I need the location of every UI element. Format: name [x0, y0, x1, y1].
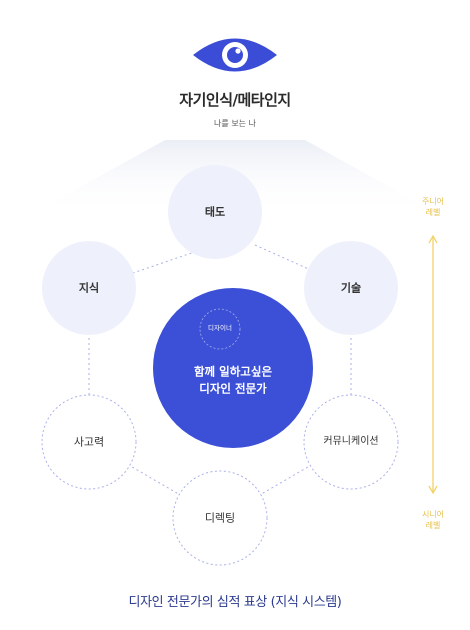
- node-knowledge: [42, 241, 136, 335]
- node-directing: [172, 470, 268, 566]
- center-label: 함께 일하고싶은 디자인 전문가: [194, 363, 272, 396]
- node-label-thinking: 사고력: [73, 435, 105, 449]
- senior-level-line1: 시니어: [421, 510, 445, 520]
- page-title: 자기인식/메타인지: [179, 91, 291, 109]
- node-thinking: [41, 394, 137, 490]
- page-subtitle: 나를 보는 나: [214, 119, 256, 129]
- level-scale-arrow: [428, 234, 438, 495]
- senior-level-label: 시니어 레벨: [422, 510, 444, 532]
- node-label-knowledge: 지식: [78, 281, 100, 295]
- figure-caption: 디자인 전문가의 심적 표상 (지식 시스템): [128, 595, 342, 611]
- center-inner-ring: [199, 308, 241, 350]
- center-label-line1: 함께 일하고싶은: [193, 364, 273, 379]
- center-label-line2: 디자인 전문가: [199, 381, 267, 395]
- junior-level-line2: 레벨: [425, 208, 441, 217]
- center-inner-label: 디자이너: [208, 324, 232, 333]
- junior-level-line1: 주니어: [421, 197, 445, 207]
- node-attitude: [168, 165, 262, 259]
- node-skill: [304, 241, 398, 335]
- center-node: [153, 288, 313, 448]
- node-communication: [303, 394, 399, 490]
- eye-icon: [193, 38, 277, 72]
- node-label-skill: 기술: [340, 281, 362, 295]
- junior-level-label: 주니어 레벨: [422, 197, 444, 219]
- node-label-attitude: 태도: [204, 205, 226, 219]
- senior-level-line2: 레벨: [425, 521, 441, 530]
- node-label-communication: 커뮤니케이션: [323, 436, 379, 447]
- node-label-directing: 디렉팅: [204, 511, 236, 525]
